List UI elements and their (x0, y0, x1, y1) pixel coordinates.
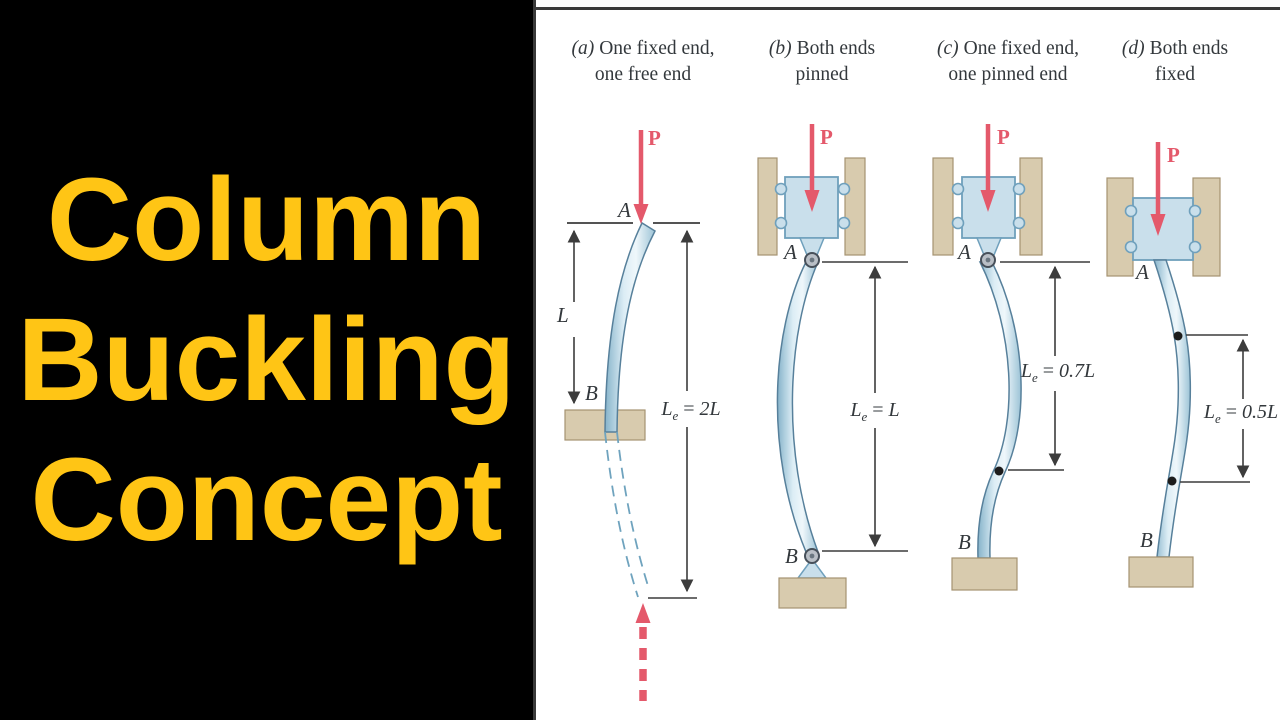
rollers-b (774, 182, 851, 230)
case-c-desc2: one pinned end (948, 64, 1068, 85)
le-label-a: Le=2L (661, 398, 721, 423)
title-line-2: Buckling (17, 294, 516, 426)
point-a-label-b: A (784, 240, 797, 264)
column-shaft-b (776, 261, 820, 553)
point-b-label-c: B (958, 530, 971, 554)
case-d-letter: (d) (1121, 38, 1145, 59)
point-a-label-c: A (958, 240, 971, 264)
pin-a-b (804, 252, 820, 268)
figure-panel: (a)One fixed end, one free end (b)Both e… (533, 0, 1280, 720)
fixed-base-c (951, 557, 1018, 591)
inflection-point-d-lower (1167, 476, 1177, 486)
length-label: L (557, 303, 569, 327)
case-c-letter: (c) (937, 38, 959, 59)
title-line-3: Concept (30, 434, 503, 566)
load-label-d: P (1167, 143, 1180, 167)
case-c-header: (c)One fixed end, one pinned end (908, 36, 1108, 88)
dimension-Le-L (822, 261, 908, 552)
diagram-c-fixed-pinned (932, 124, 1090, 591)
case-a-desc1: One fixed end, (599, 38, 715, 59)
case-a-header: (a)One fixed end, one free end (543, 36, 743, 88)
pin-a-c (980, 252, 996, 268)
load-label-c: P (997, 125, 1010, 149)
point-b-label-d: B (1140, 528, 1153, 552)
case-b-letter: (b) (768, 38, 792, 59)
dashed-load-arrow (635, 603, 651, 701)
le-label-c: Le=0.7L (1020, 360, 1096, 385)
guide-rail (1106, 177, 1134, 277)
diagram-d-fixed-fixed (1106, 142, 1250, 588)
case-d-desc1: Both ends (1149, 38, 1229, 59)
guide-rail (1192, 177, 1221, 277)
case-b-header: (b)Both ends pinned (722, 36, 922, 88)
point-a-label-d: A (1136, 260, 1149, 284)
figure-frame-left (533, 0, 536, 720)
mirror-dashed-shaft (604, 431, 650, 598)
column-shaft-a (604, 221, 656, 433)
pin-b-b (804, 548, 820, 564)
case-a-desc2: one free end (594, 64, 692, 85)
load-label-a: P (648, 126, 661, 150)
load-arrow-c (980, 124, 996, 212)
case-b-desc2: pinned (795, 64, 849, 85)
case-d-header: (d)Both ends fixed (1075, 36, 1275, 88)
rollers-d (1124, 204, 1202, 254)
fixed-base-b (778, 577, 847, 609)
le-label-d: Le=0.5L (1203, 401, 1279, 426)
figure-frame-top (533, 7, 1280, 10)
diagram-b-pinned-pinned (757, 124, 908, 609)
inflection-point-d-upper (1173, 331, 1183, 341)
le-label-b: Le=L (850, 399, 900, 424)
dimension-Le-2L (648, 229, 697, 599)
case-a-letter: (a) (571, 38, 595, 59)
column-shaft-c (977, 261, 1022, 559)
load-arrow-b (804, 124, 820, 212)
point-a-label-a: A (618, 198, 631, 222)
title-line-1: Column (46, 154, 487, 286)
load-label-b: P (820, 125, 833, 149)
load-arrow-a (633, 130, 649, 224)
dimension-Le-07L (1000, 261, 1090, 471)
guide-rail (932, 157, 954, 256)
rollers-c (951, 182, 1026, 230)
slider-block-d (1132, 197, 1194, 261)
guide-rail (844, 157, 866, 256)
case-b-desc1: Both ends (796, 38, 876, 59)
diagram-a-fixed-free (564, 130, 700, 701)
inflection-point-c (994, 466, 1004, 476)
case-d-desc2: fixed (1154, 64, 1196, 85)
load-arrow-d (1150, 142, 1166, 236)
point-b-label-a: B (585, 381, 598, 405)
dimension-Le-05L (1180, 334, 1250, 483)
guide-rail (757, 157, 778, 256)
title-panel: Column Buckling Concept (0, 0, 533, 720)
buckling-diagram (564, 124, 1250, 701)
point-b-label-b: B (785, 544, 798, 568)
guide-rail (1019, 157, 1043, 256)
case-c-desc1: One fixed end, (963, 38, 1079, 59)
fixed-base-d (1128, 556, 1194, 588)
column-shaft-d (1152, 259, 1192, 558)
